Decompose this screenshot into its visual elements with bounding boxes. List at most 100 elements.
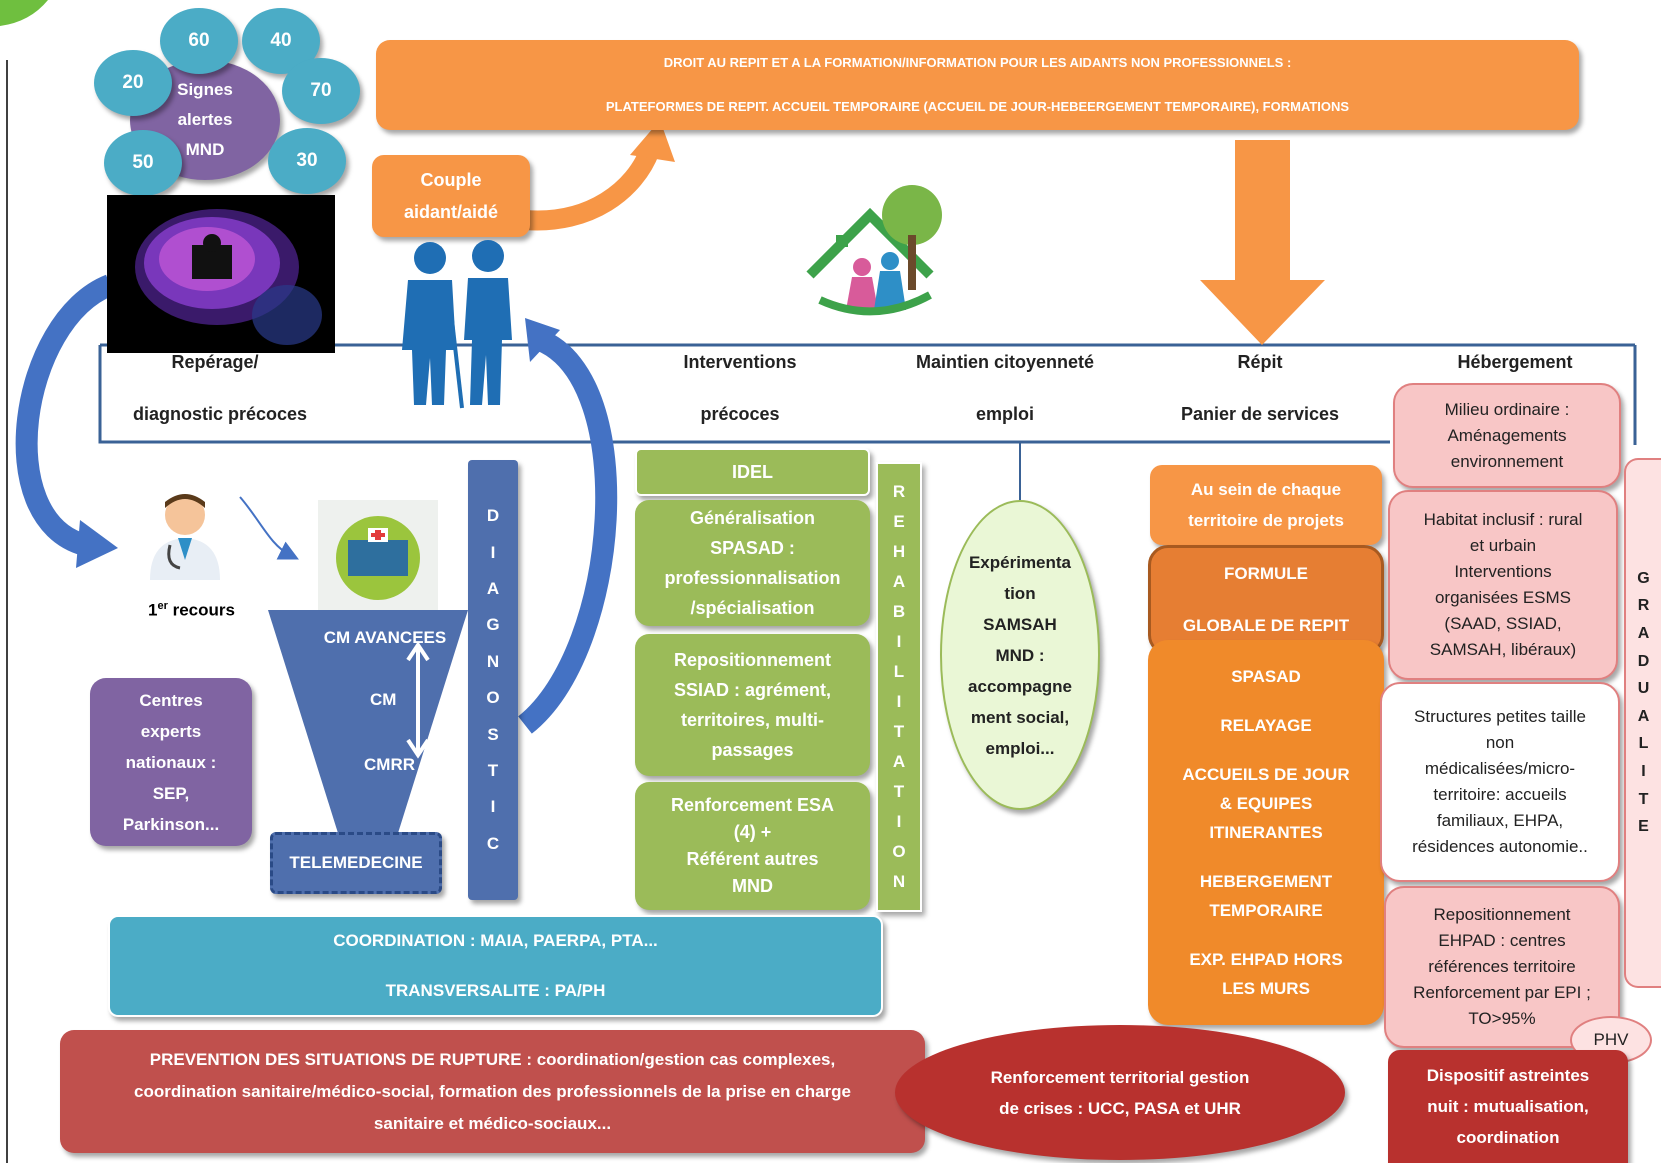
structures-line: médicalisées/micro-	[1424, 759, 1576, 778]
top-banner-line1: DROIT AU REPIT ET A LA FORMATION/INFORMA…	[663, 55, 1292, 70]
repit-sein-line: territoire de projets	[1188, 511, 1344, 530]
astreintes-line: nuit : mutualisation,	[1427, 1097, 1589, 1116]
diagnostic-letter: G	[486, 615, 500, 635]
repit-item: EXP. EHPAD HORS	[1189, 950, 1343, 969]
samsah-ellipse: Expérimenta tion SAMSAH MND : accompagne…	[940, 500, 1100, 810]
rehab-letter: I	[896, 632, 902, 651]
ehpad-line: TO>95%	[1468, 1009, 1536, 1028]
gradualite-letter: G	[1637, 569, 1650, 587]
repit-item: TEMPORAIRE	[1209, 901, 1323, 920]
samsah-line: emploi...	[985, 738, 1055, 758]
spasad-line: /spécialisation	[690, 598, 815, 618]
header-frame-left	[98, 345, 1390, 444]
milieu-line: environnement	[1450, 451, 1564, 471]
structures-line: familiaux, EHPA,	[1436, 811, 1564, 830]
corner-decoration	[0, 0, 48, 26]
gradualite-letter: R	[1637, 597, 1650, 615]
spasad-line: professionnalisation	[664, 568, 841, 588]
alert-center-line: Signes	[177, 80, 233, 99]
habitat-line: SAMSAH, libéraux)	[1429, 640, 1577, 659]
arrow-head-banner	[630, 120, 675, 162]
habitat-line: organisées ESMS	[1434, 588, 1572, 607]
structures-line: Structures petites taille	[1414, 707, 1586, 726]
rehab-letter: I	[896, 692, 902, 711]
down-arrow-head	[1200, 280, 1325, 345]
rehab-letter: L	[893, 662, 905, 681]
rehab-letter: R	[892, 482, 906, 501]
coordination-bar: COORDINATION : MAIA, PAERPA, PTA... TRAN…	[108, 915, 883, 1017]
col-header-emploi: emploi	[975, 404, 1034, 424]
esa-box: Renforcement ESA (4) + Référent autres M…	[635, 782, 870, 910]
formule-line: GLOBALE DE REPIT	[1182, 616, 1350, 635]
spasad-line: SPASAD :	[710, 538, 795, 558]
centres-line: Centres	[139, 690, 203, 710]
diagnostic-letter: N	[486, 651, 500, 671]
arrow-to-couple	[517, 329, 618, 734]
diagnostic-funnel	[268, 610, 468, 865]
habitat-line: Habitat inclusif : rural	[1423, 510, 1583, 529]
spasad-line: Généralisation	[689, 508, 816, 528]
alert-badge: 30	[268, 128, 346, 194]
crises-line: de crises : UCC, PASA et UHR	[999, 1098, 1241, 1118]
gradualite-vertical-bar: G R A D U A L I T E	[1624, 458, 1661, 988]
diagnostic-letter: I	[490, 797, 496, 817]
alert-badge: 60	[160, 8, 238, 74]
prevention-bar: PREVENTION DES SITUATIONS DE RUPTURE : c…	[60, 1030, 925, 1153]
col-header-hebergement: Hébergement	[1457, 352, 1573, 372]
arrow-couple-to-banner	[524, 146, 660, 231]
diagnostic-letter: D	[486, 506, 500, 526]
gradualite-letter: T	[1638, 790, 1649, 808]
idel-box: IDEL	[635, 448, 870, 496]
crises-ellipse: Renforcement territorial gestion de cris…	[895, 1025, 1345, 1160]
col-header-maintien: Maintien citoyenneté	[915, 352, 1095, 372]
ssiad-line: Repositionnement	[673, 650, 831, 670]
samsah-line: SAMSAH	[983, 614, 1057, 634]
centres-line: experts	[140, 721, 202, 741]
prevention-line: sanitaire et médico-sociaux...	[373, 1113, 612, 1133]
arrow-to-recours	[15, 274, 115, 556]
alert-badge: 70	[282, 58, 360, 124]
ssiad-line: SSIAD : agrément,	[673, 680, 832, 700]
top-banner: DROIT AU REPIT ET A LA FORMATION/INFORMA…	[376, 40, 1579, 130]
col-header-reperage: Repérage/	[171, 352, 259, 372]
gradualite-letter: A	[1637, 707, 1650, 725]
rehab-letter: A	[892, 752, 906, 771]
centres-line: SEP,	[152, 783, 190, 803]
samsah-line: Expérimenta	[968, 552, 1072, 572]
centres-line: nationaux :	[125, 752, 217, 772]
milieu-line: Milieu ordinaire :	[1444, 399, 1570, 419]
esa-line: Renforcement ESA	[670, 795, 835, 815]
alert-center-line: MND	[185, 140, 225, 159]
astreintes-line: Dispositif astreintes	[1426, 1066, 1590, 1085]
couple-box: Couple aidant/aidé	[372, 155, 530, 237]
repit-sein-line: Au sein de chaque	[1190, 480, 1342, 499]
telemedecine-box: TELEMEDECINE	[270, 832, 442, 894]
milieu-line: Aménagements	[1447, 425, 1567, 445]
habitat-line: et urbain	[1469, 536, 1537, 555]
rehab-letter: O	[892, 842, 906, 861]
astreintes-line: coordination	[1456, 1128, 1560, 1147]
esa-line: Référent autres	[686, 849, 819, 869]
formule-line: FORMULE	[1223, 564, 1309, 583]
structures-line: territoire: accueils	[1433, 785, 1567, 804]
coordination-line2: TRANSVERSALITE : PA/PH	[385, 981, 606, 1000]
rehab-letter: T	[893, 722, 905, 741]
habitat-line: (SAAD, SSIAD,	[1444, 614, 1562, 633]
rehab-letter: N	[892, 872, 906, 891]
hospital-icon	[318, 500, 438, 610]
diagnostic-vertical-bar: D I A G N O S T I C	[468, 460, 518, 900]
ehpad-line: références territoire	[1428, 957, 1576, 976]
repit-item: ACCUEILS DE JOUR	[1182, 765, 1350, 784]
centres-experts-box: Centres experts nationaux : SEP, Parkins…	[90, 678, 252, 846]
diagnostic-letter: A	[486, 579, 500, 599]
gradualite-letter: E	[1638, 818, 1649, 836]
ehpad-box: Repositionnement EHPAD : centres référen…	[1384, 886, 1620, 1048]
crises-line: Renforcement territorial gestion	[990, 1067, 1250, 1087]
rehab-letter: T	[893, 782, 905, 801]
doctor-icon	[150, 494, 220, 580]
rehab-letter: I	[896, 812, 902, 831]
habitat-inclusif-box: Habitat inclusif : rural et urbain Inter…	[1388, 490, 1618, 680]
prevention-line: PREVENTION DES SITUATIONS DE RUPTURE : c…	[149, 1049, 836, 1069]
arrow-head-left	[76, 520, 118, 568]
first-recourse-label: 1er recours	[148, 600, 235, 620]
